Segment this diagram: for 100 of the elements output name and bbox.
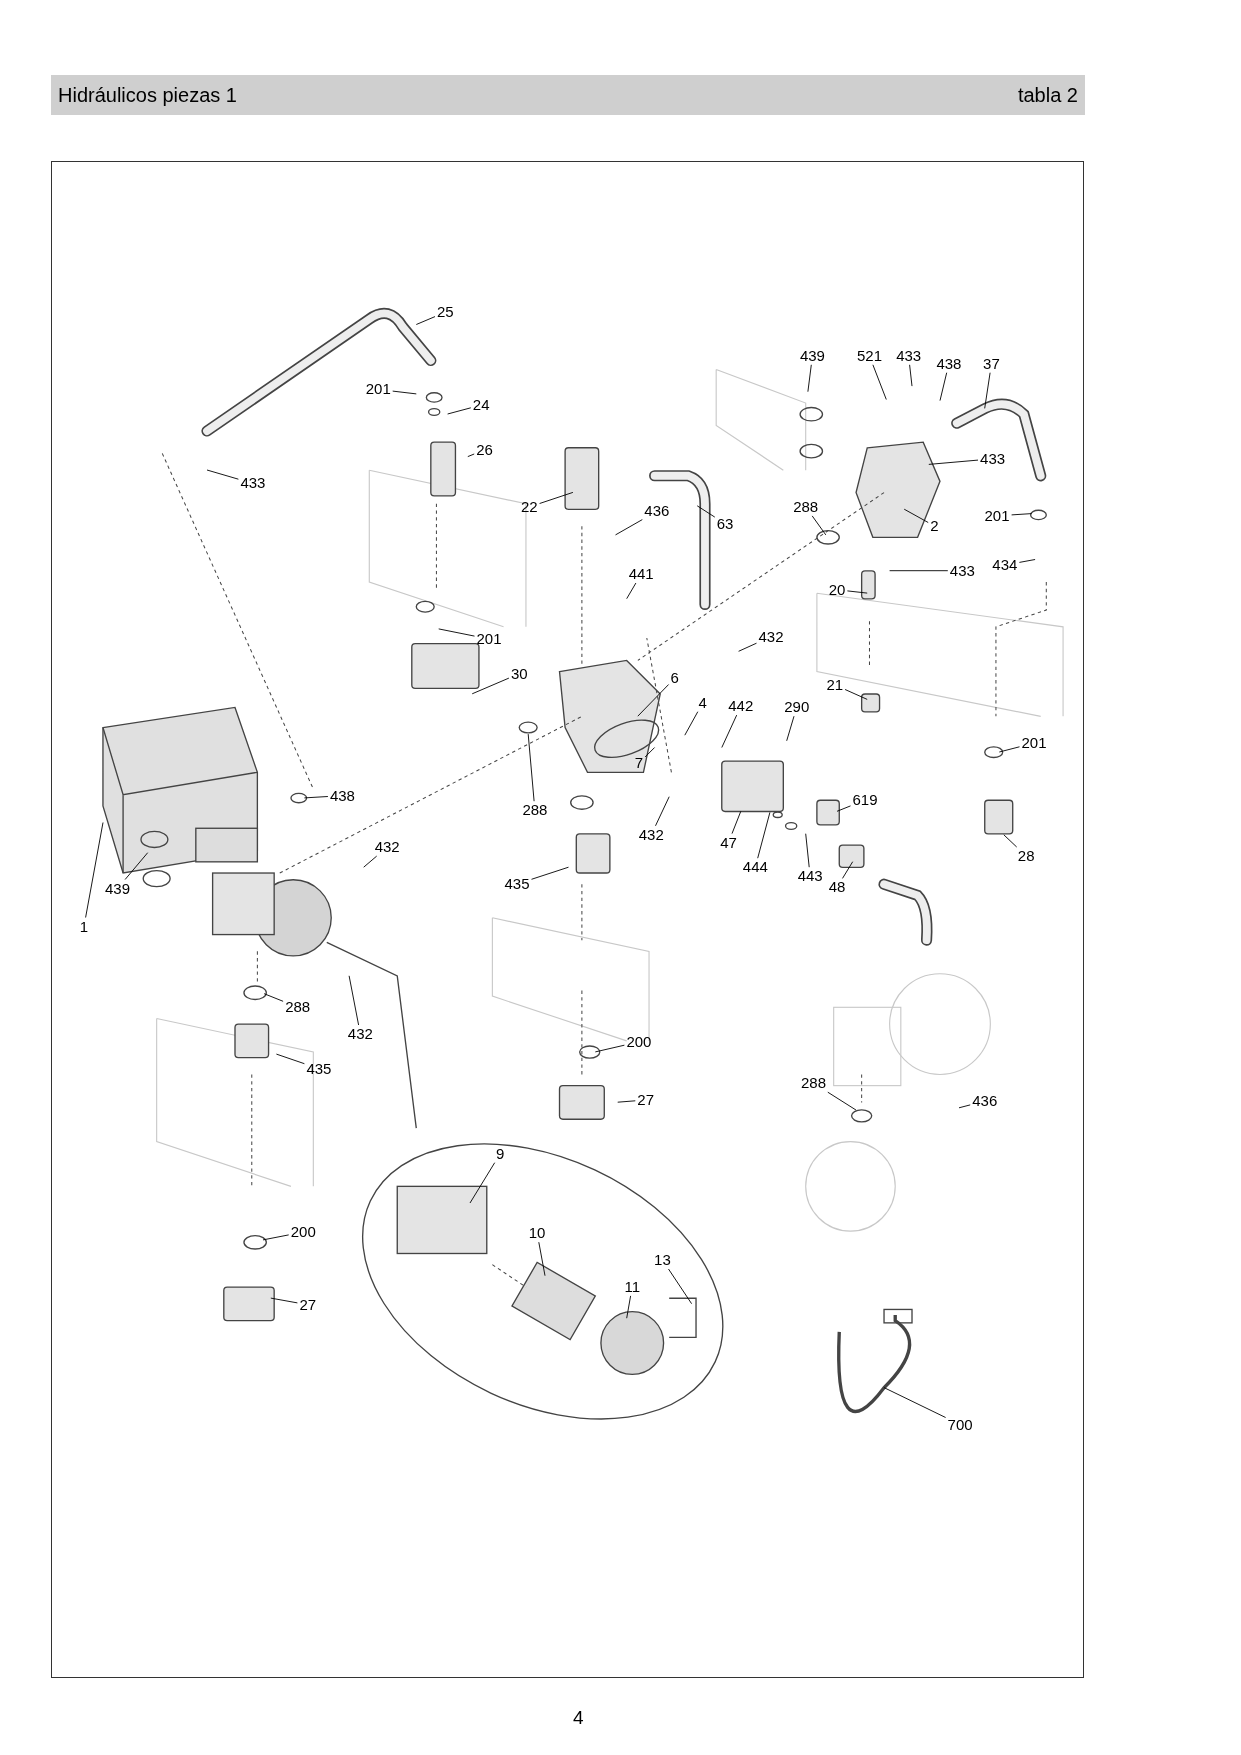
callout-number: 6: [670, 670, 679, 687]
leader-line: [958, 1104, 971, 1109]
leader-line: [998, 746, 1020, 753]
callout-number: 28: [1017, 848, 1035, 865]
leader-line: [903, 508, 929, 523]
callout-number: 47: [720, 834, 737, 851]
callout-number: 288: [801, 1075, 827, 1092]
callout-number: 21: [826, 676, 844, 693]
callout-number: 432: [374, 839, 400, 856]
callout-number: 433: [980, 450, 1006, 467]
callout-number: 439: [104, 880, 130, 897]
leader-line: [270, 1297, 298, 1304]
callout-number: 13: [654, 1252, 671, 1268]
leader-line: [655, 796, 670, 827]
leader-line: [527, 733, 535, 802]
leader-line: [206, 469, 239, 480]
leader-line: [836, 805, 851, 812]
leader-line: [615, 519, 643, 536]
leader-line: [262, 1234, 290, 1241]
leader-line: [827, 1091, 857, 1111]
leader-line: [984, 372, 991, 409]
callout-number: 201: [1021, 735, 1047, 752]
leader-line: [805, 833, 810, 868]
callout-number: 434: [992, 557, 1018, 574]
leader-line: [626, 582, 637, 600]
callout-number: 700: [947, 1416, 973, 1433]
callout-number: 200: [290, 1224, 316, 1241]
leader-line: [348, 975, 360, 1026]
callout-number: 441: [628, 566, 654, 583]
callout-number: 433: [240, 475, 266, 492]
leader-line: [124, 852, 149, 880]
leader-line: [438, 628, 475, 637]
callout-number: 10: [528, 1225, 546, 1242]
leader-line: [842, 861, 854, 879]
callout-number: 11: [624, 1278, 640, 1295]
leader-line: [275, 1053, 305, 1065]
callout-number: 200: [626, 1033, 652, 1050]
leader-line: [889, 570, 949, 572]
callout-number: 288: [522, 802, 548, 819]
callout-number: 288: [285, 999, 311, 1016]
callout-number: 201: [476, 630, 502, 647]
callout-number: 37: [983, 355, 1000, 372]
callout-number: 63: [716, 515, 734, 532]
leader-line: [471, 677, 510, 695]
leader-line: [531, 866, 569, 880]
leader-line: [594, 1044, 625, 1053]
leader-line: [807, 364, 812, 393]
leader-line: [415, 316, 436, 325]
callout-number: 20: [828, 581, 846, 598]
callout-number: 521: [856, 347, 882, 364]
leader-line: [872, 364, 887, 400]
leader-line: [637, 684, 670, 717]
callout-number: 432: [758, 628, 784, 645]
leader-line: [626, 1295, 632, 1319]
callout-number: 48: [828, 879, 846, 896]
callout-number: 27: [637, 1092, 654, 1108]
callout-number: 619: [852, 792, 878, 809]
leader-line: [392, 390, 417, 395]
leader-line: [539, 491, 574, 504]
leader-line: [363, 855, 378, 868]
leader-line: [447, 407, 472, 415]
leader-line: [696, 505, 716, 518]
callout-number: 7: [634, 755, 644, 772]
callout-number: 1: [79, 918, 89, 935]
callout-number: 438: [936, 355, 962, 372]
leader-line: [467, 453, 475, 458]
callout-number: 439: [799, 347, 825, 364]
leader-line: [469, 1162, 496, 1204]
leader-line: [1003, 834, 1018, 848]
callout-number: 9: [496, 1145, 505, 1162]
page-title: Hidráulicos piezas 1: [58, 84, 237, 106]
page-number: 4: [573, 1707, 584, 1729]
callout-number: 290: [784, 699, 810, 716]
leader-line: [668, 1268, 693, 1305]
callout-number: 444: [742, 859, 768, 876]
leader-line: [883, 1387, 947, 1418]
leader-line: [928, 459, 979, 465]
callout-number: 436: [644, 503, 670, 520]
leader-line: [644, 747, 656, 758]
leader-line: [721, 714, 738, 748]
callout-number: 4: [698, 694, 707, 711]
callout-number: 433: [949, 562, 975, 579]
callout-number: 22: [520, 498, 538, 515]
leader-line: [303, 796, 329, 799]
leader-line: [844, 689, 868, 700]
leader-line: [538, 1241, 546, 1277]
leader-line: [811, 515, 827, 536]
callout-number: 435: [306, 1060, 332, 1077]
leader-line: [757, 811, 771, 859]
leader-line: [1011, 513, 1033, 516]
leader-line: [738, 642, 757, 652]
leader-line: [909, 364, 913, 387]
callout-number: 25: [437, 304, 454, 321]
leader-line: [263, 993, 284, 1002]
callout-number: 201: [984, 507, 1010, 524]
callout-number: 438: [329, 787, 355, 804]
callout-number: 442: [728, 698, 754, 715]
callout-number: 433: [896, 347, 922, 364]
callout-number: 288: [793, 498, 819, 515]
leader-line: [617, 1100, 636, 1103]
